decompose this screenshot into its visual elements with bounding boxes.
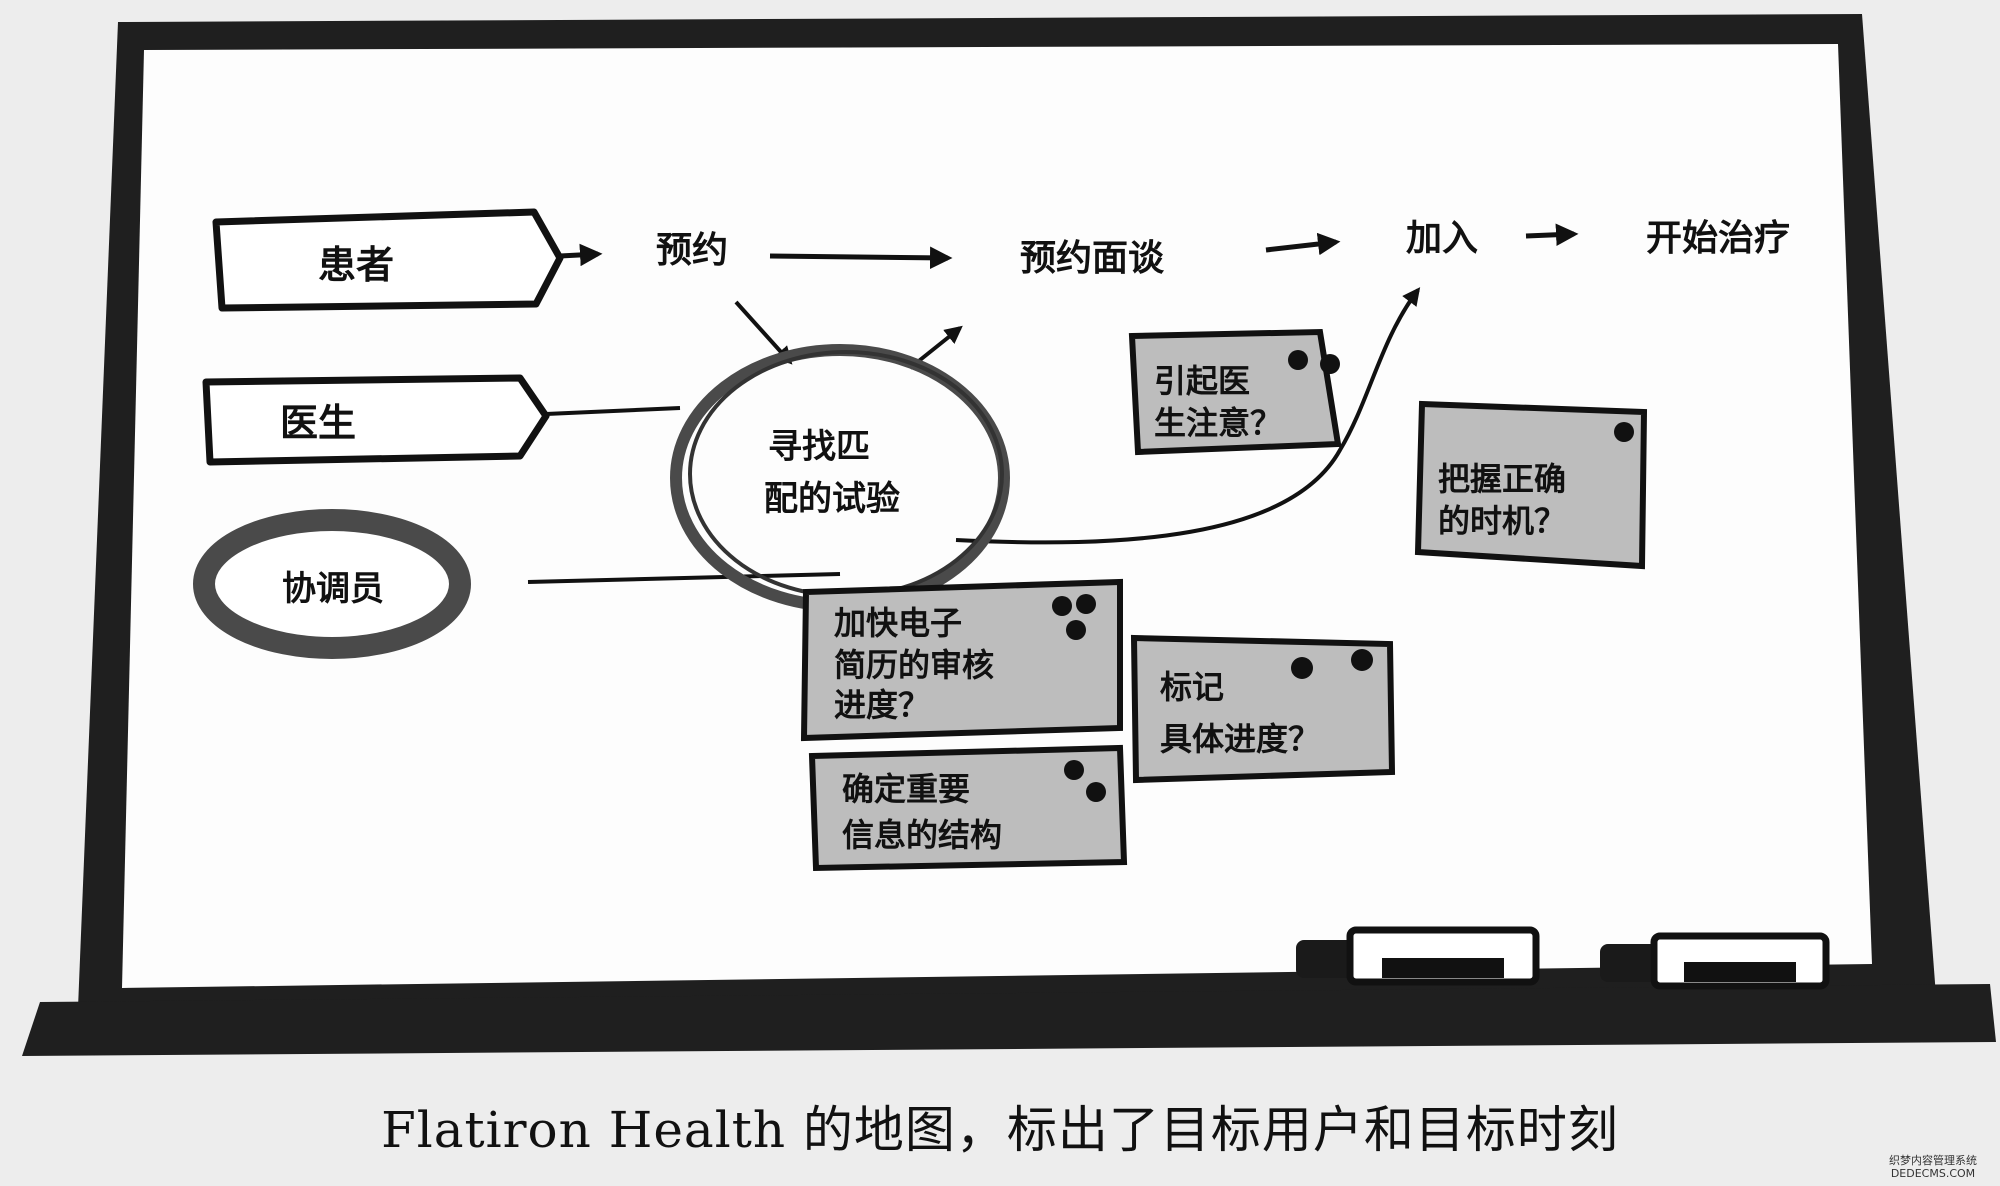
note-timing: 把握正确 的时机？ xyxy=(1414,400,1648,570)
note-timing-line1: 把握正确 xyxy=(1438,460,1566,498)
note-attention-line1: 引起医 xyxy=(1154,362,1250,400)
watermark: 织梦内容管理系统 DEDECMS.COM xyxy=(1878,1154,1988,1180)
role-doctor: 医生 xyxy=(202,374,550,466)
connectors xyxy=(527,287,1421,584)
note-mark-line1: 标记 xyxy=(1160,668,1224,706)
role-patient: 患者 xyxy=(212,208,564,312)
role-patient-label: 患者 xyxy=(318,243,394,287)
note-emr-line2: 简历的审核 xyxy=(834,646,994,684)
note-emr-line3: 进度？ xyxy=(834,686,930,724)
note-structure-line1: 确定重要 xyxy=(842,770,970,808)
role-doctor-label: 医生 xyxy=(280,401,356,445)
role-coordinator-label: 协调员 xyxy=(282,569,384,609)
note-timing-line2: 的时机？ xyxy=(1438,502,1566,540)
marker-right-icon xyxy=(1600,932,1830,990)
flow-step4: 开始治疗 xyxy=(1646,218,1790,259)
role-coordinator: 协调员 xyxy=(193,509,471,659)
watermark-line2: DEDECMS.COM xyxy=(1890,1167,1976,1180)
flow-line: 预约 预约面谈 加入 开始治疗 xyxy=(559,218,1790,279)
marker-left-icon xyxy=(1296,926,1540,986)
note-structure: 确定重要 信息的结构 xyxy=(808,744,1128,872)
flow-step1: 预约 xyxy=(656,230,728,271)
note-attention-line2: 生注意？ xyxy=(1154,404,1282,442)
note-mark-line2: 具体进度？ xyxy=(1160,720,1320,758)
note-structure-line2: 信息的结构 xyxy=(842,816,1002,854)
center-label-line1: 寻找匹 xyxy=(768,427,870,467)
note-attention: 引起医 生注意？ xyxy=(1128,328,1342,456)
note-emr: 加快电子 简历的审核 进度？ xyxy=(800,578,1123,742)
watermark-line1: 织梦内容管理系统 xyxy=(1889,1154,1977,1167)
figure-caption: Flatiron Health 的地图，标出了目标用户和目标时刻 xyxy=(381,1101,1619,1159)
flow-step3: 加入 xyxy=(1406,218,1478,259)
center-label-line2: 配的试验 xyxy=(764,479,900,519)
flow-step2: 预约面谈 xyxy=(1020,238,1165,279)
note-emr-line1: 加快电子 xyxy=(834,604,962,642)
note-mark: 标记 具体进度？ xyxy=(1130,634,1396,784)
